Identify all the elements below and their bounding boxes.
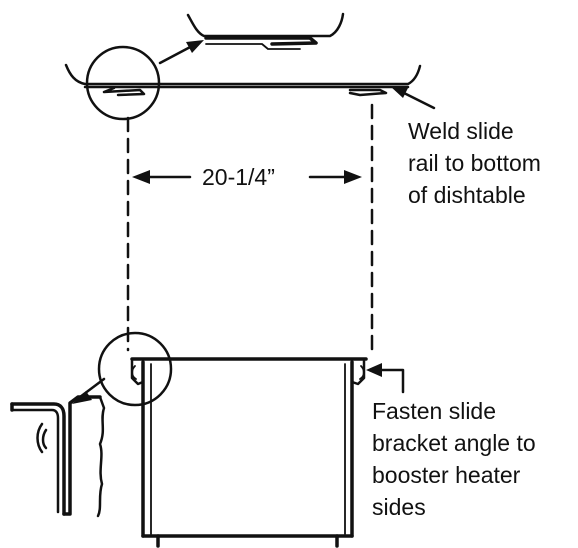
zoom-arrow-top	[158, 40, 204, 65]
callout-weld-slide-rail: Weld slide rail to bottom of dishtable	[408, 118, 547, 208]
callout-bottom-line-4: sides	[372, 494, 426, 520]
callout-top-line-3: of dishtable	[408, 182, 526, 208]
callout-bottom-line-2: bracket angle to	[372, 430, 536, 456]
dimension-line	[132, 170, 362, 184]
dishtable-bottom	[64, 63, 422, 97]
callout-top-line-2: rail to bottom	[408, 150, 541, 176]
callout-bottom-line-3: booster heater	[372, 462, 521, 488]
detail-circle-top	[85, 45, 161, 121]
callout-top-line-1: Weld slide	[408, 118, 514, 144]
zoom-arrow-bottom	[72, 377, 106, 404]
callout-fasten-bracket: Fasten slide bracket angle to booster he…	[372, 398, 542, 520]
bracket-detail	[10, 395, 106, 518]
detail-circle-bottom	[97, 331, 173, 407]
rail-detail-inset	[186, 12, 345, 50]
callout-bottom-line-1: Fasten slide	[372, 398, 496, 424]
dimension-label: 20-1/4”	[202, 164, 275, 190]
callout-arrow-top	[390, 86, 436, 110]
callout-arrow-bottom	[366, 363, 405, 394]
booster-heater	[130, 357, 368, 548]
